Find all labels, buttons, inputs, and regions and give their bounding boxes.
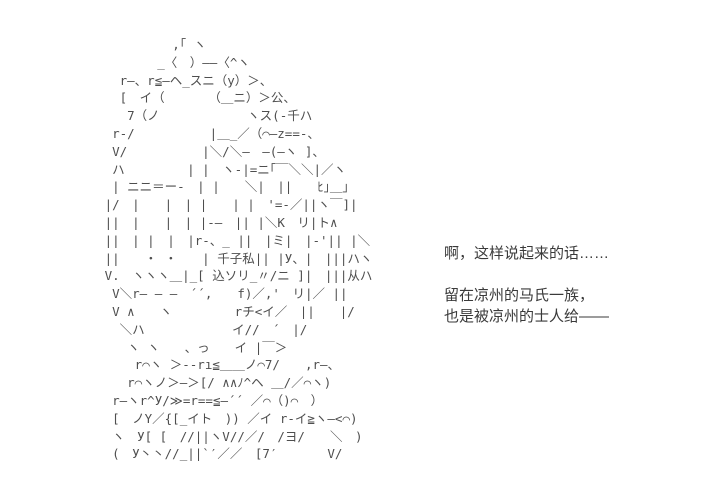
dialogue-line: 啊，这样说起来的话…… bbox=[444, 245, 610, 262]
dialogue-line: 也是被凉州的士人给—— bbox=[444, 308, 610, 325]
dialogue-text: 啊，这样说起来的话…… 留在凉州的马氏一族， 也是被凉州的士人给—— bbox=[444, 243, 609, 327]
dialogue-line: 留在凉州的马氏一族， bbox=[444, 287, 595, 304]
ascii-art-portrait: ,｢ ヽ _〈 ）――〈^ヽ r―、r≦―ヘ_スニ（у）＞、 [ イ（ （＿ニ）… bbox=[104, 37, 373, 462]
dialogue-line bbox=[444, 264, 609, 285]
